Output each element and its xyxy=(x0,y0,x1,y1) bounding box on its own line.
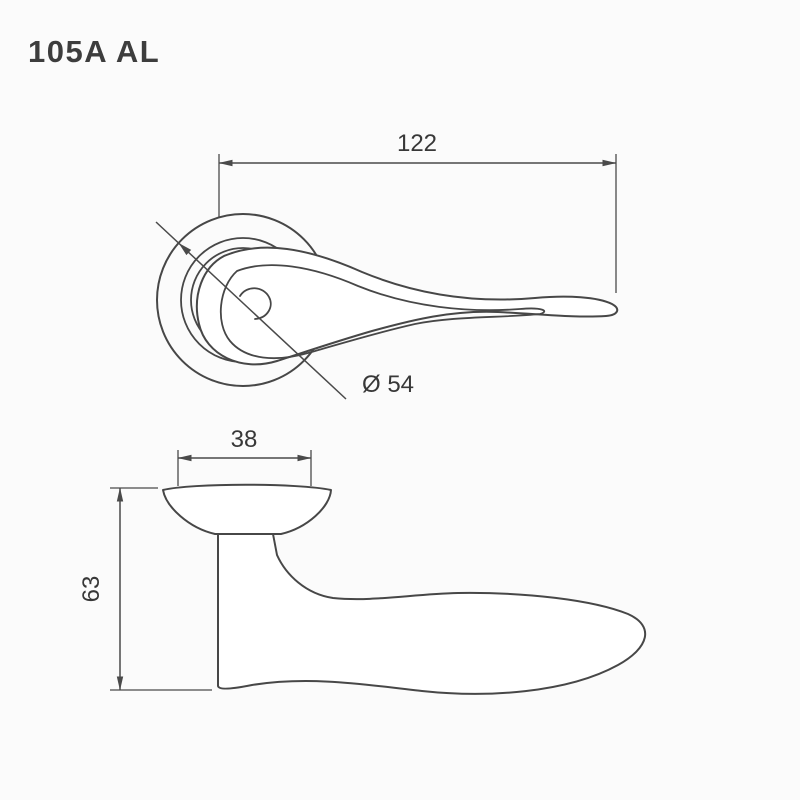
rosette-side-profile xyxy=(162,483,332,535)
diameter-dimension-label: Ø 54 xyxy=(362,371,414,398)
drawing-title: 105A AL xyxy=(28,34,160,69)
handle-front-scroll-detail xyxy=(239,287,272,320)
height-dimension-label: 63 xyxy=(78,576,105,603)
width-dimension-label: 38 xyxy=(231,426,258,453)
front-view: 122 Ø 54 xyxy=(155,130,619,400)
handle-front-inner-contour xyxy=(219,264,546,360)
length-dimension-label: 122 xyxy=(397,130,437,157)
handle-front-outline xyxy=(195,246,619,366)
handle-side-profile xyxy=(217,533,647,695)
side-view: 38 63 xyxy=(78,426,647,695)
diameter-arrow xyxy=(178,243,192,256)
